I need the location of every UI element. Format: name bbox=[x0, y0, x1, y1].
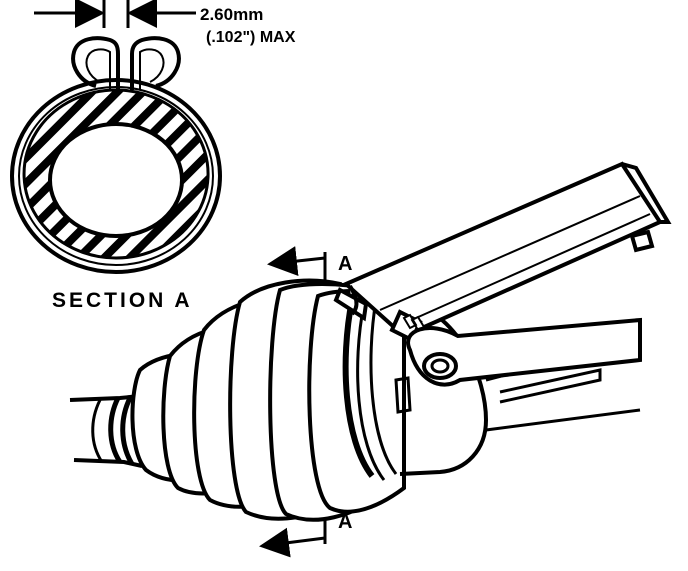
dimension-metric-label: 2.60mm bbox=[200, 5, 263, 24]
pliers-pivot-pin bbox=[629, 229, 655, 253]
cut-arrow-top bbox=[267, 246, 326, 276]
clamp-ear bbox=[71, 36, 181, 90]
pliers-upper-handle bbox=[342, 161, 663, 339]
section-a-view: SECTION A bbox=[10, 36, 222, 312]
clamp-band-outer bbox=[10, 78, 222, 274]
cv-boot bbox=[130, 278, 406, 522]
section-a-label: SECTION A bbox=[52, 289, 193, 312]
pliers-jaw-ring bbox=[422, 352, 458, 380]
dimension-imperial-label: (.102") MAX bbox=[206, 29, 296, 46]
cut-arrow-bottom bbox=[259, 527, 326, 558]
clamp-pliers-tool bbox=[333, 161, 672, 387]
pliers-jaw-tip bbox=[333, 284, 369, 322]
section-marker-top: A bbox=[338, 253, 352, 275]
clamp-band-inner bbox=[18, 86, 214, 266]
shaft-bore bbox=[48, 122, 184, 238]
clamp-ear-inner bbox=[85, 48, 165, 90]
pliers-lower-handle bbox=[406, 317, 642, 387]
dimension-callout: 2.60mm (.102") MAX bbox=[34, 0, 296, 46]
clamp-tab bbox=[394, 376, 412, 414]
small-clamp bbox=[108, 396, 135, 466]
large-clamp-band bbox=[342, 299, 412, 481]
